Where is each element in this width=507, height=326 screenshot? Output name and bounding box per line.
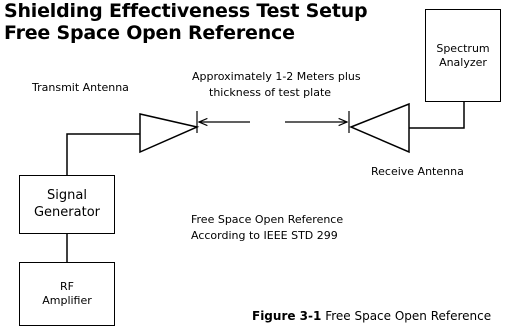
tx-cable-line	[66, 133, 140, 175]
distance-label-line2: thickness of test plate	[209, 86, 332, 99]
spectrum-analyzer-box: Spectrum Analyzer	[425, 9, 501, 102]
reference-label-line2: According to IEEE STD 299	[191, 229, 338, 242]
receive-antenna-shape	[349, 102, 410, 154]
spectrum-analyzer-label-line2: Analyzer	[439, 55, 487, 69]
distance-label-line1: Approximately 1-2 Meters plus	[192, 70, 361, 83]
figure-caption-text: Free Space Open Reference	[325, 309, 492, 323]
signal-generator-label-line1: Signal	[47, 188, 87, 204]
figure-caption: Figure 3-1 Free Space Open Reference	[252, 309, 491, 323]
signal-generator-box: Signal Generator	[19, 175, 115, 234]
rf-amplifier-label-line1: RF	[60, 280, 74, 294]
figure-caption-number: Figure 3-1	[252, 309, 322, 323]
transmit-antenna-shape	[139, 113, 200, 154]
rx-cable-line	[409, 102, 465, 129]
spectrum-analyzer-label-line1: Spectrum	[436, 41, 490, 55]
rf-amplifier-label-line2: Amplifier	[42, 294, 92, 307]
receive-antenna-label: Receive Antenna	[371, 165, 464, 178]
rf-amplifier-box: RF Amplifier	[19, 262, 115, 326]
diagram-title-line1: Shielding Effectiveness Test Setup	[4, 0, 368, 22]
signal-generator-label-line2: Generator	[33, 204, 100, 220]
reference-label-line1: Free Space Open Reference	[191, 213, 344, 226]
transmit-antenna-label: Transmit Antenna	[32, 81, 129, 94]
diagram-title-line2: Free Space Open Reference	[4, 22, 295, 44]
